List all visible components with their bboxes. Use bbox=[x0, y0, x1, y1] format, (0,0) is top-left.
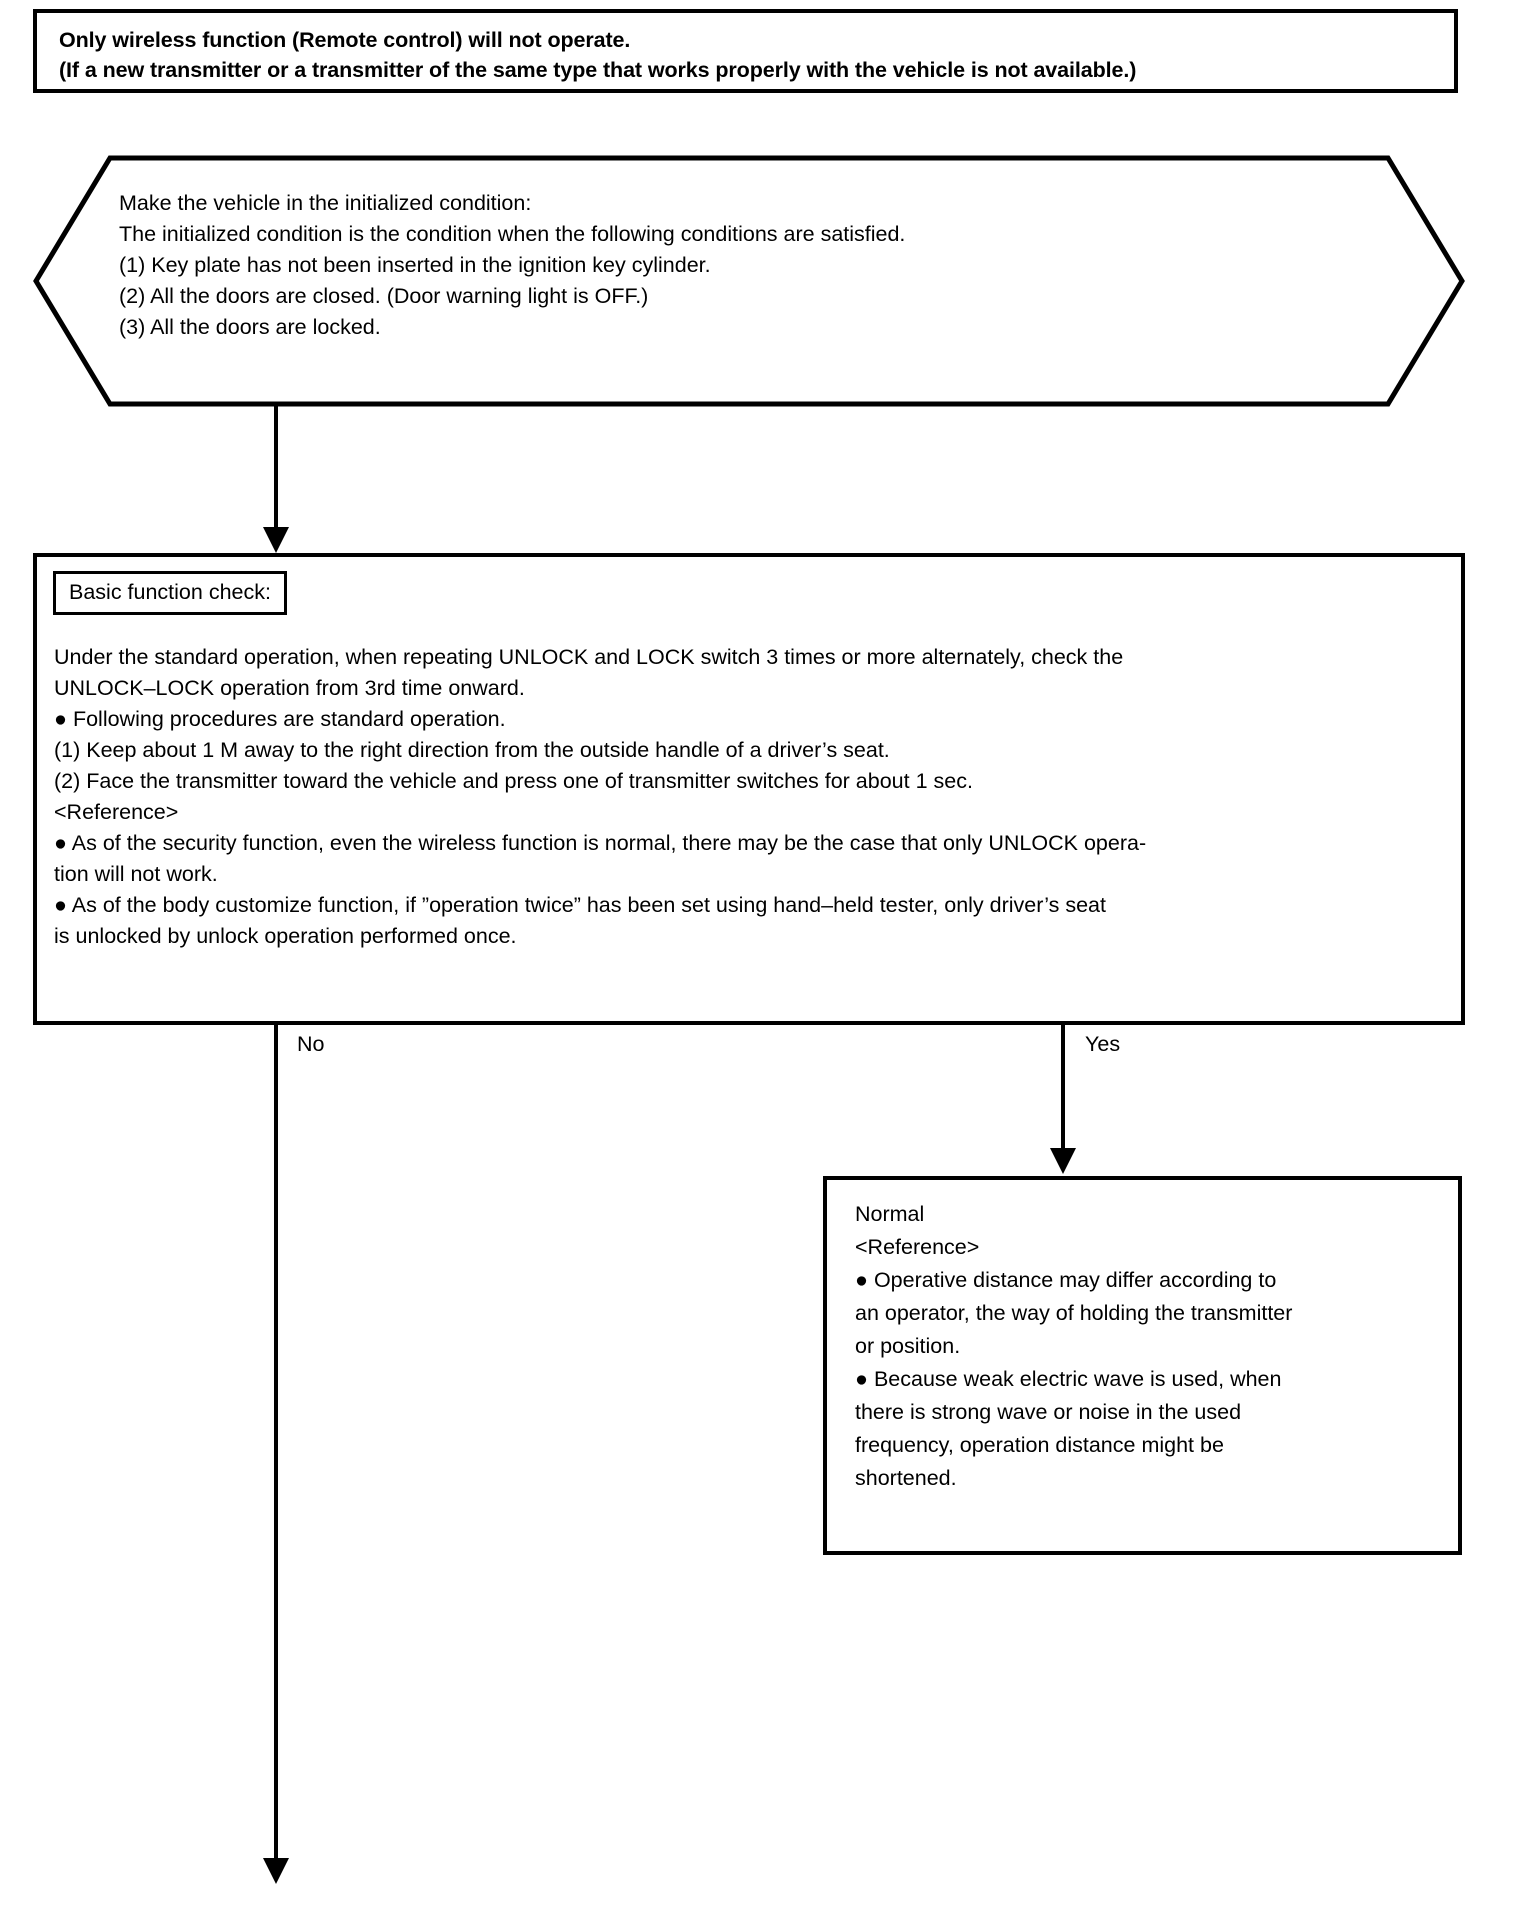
connector-line bbox=[274, 404, 278, 532]
check-line-1: Under the standard operation, when repea… bbox=[54, 645, 1124, 669]
preparation-line-1: Make the vehicle in the initialized cond… bbox=[119, 191, 532, 215]
arrow-head-icon bbox=[1050, 1148, 1076, 1174]
symptom-statement-box: Only wireless function (Remote control) … bbox=[33, 9, 1458, 93]
symptom-line-2: (If a new transmitter or a transmitter o… bbox=[59, 58, 1137, 82]
branch-label-yes: Yes bbox=[1085, 1032, 1121, 1056]
check-line-9: ● As of the body customize function, if … bbox=[54, 893, 1106, 917]
normal-line-7: there is strong wave or noise in the use… bbox=[855, 1400, 1242, 1424]
branch-label-no: No bbox=[297, 1032, 325, 1056]
preparation-line-2: The initialized condition is the conditi… bbox=[119, 222, 906, 246]
basic-function-check-badge: Basic function check: bbox=[53, 571, 287, 615]
check-line-7: ● As of the security function, even the … bbox=[54, 831, 1147, 855]
hexagon-outline-icon bbox=[33, 155, 1465, 407]
check-line-4: (1) Keep about 1 M away to the right dir… bbox=[54, 738, 890, 762]
check-line-6: <Reference> bbox=[54, 800, 179, 824]
check-line-3: ● Following procedures are standard oper… bbox=[54, 707, 506, 731]
preparation-line-4: (2) All the doors are closed. (Door warn… bbox=[119, 284, 649, 308]
normal-line-5: or position. bbox=[855, 1334, 961, 1358]
check-line-10: is unlocked by unlock operation performe… bbox=[54, 924, 517, 948]
normal-result-box: Normal <Reference> ● Operative distance … bbox=[823, 1176, 1462, 1555]
normal-line-9: shortened. bbox=[855, 1466, 957, 1490]
symptom-line-1: Only wireless function (Remote control) … bbox=[59, 28, 631, 52]
normal-line-4: an operator, the way of holding the tran… bbox=[855, 1301, 1293, 1325]
normal-line-8: frequency, operation distance might be bbox=[855, 1433, 1224, 1457]
check-line-5: (2) Face the transmitter toward the vehi… bbox=[54, 769, 973, 793]
normal-line-1: Normal bbox=[855, 1202, 925, 1226]
check-line-8: tion will not work. bbox=[54, 862, 218, 886]
preparation-hexagon: Make the vehicle in the initialized cond… bbox=[33, 155, 1465, 407]
arrow-head-icon bbox=[263, 527, 289, 553]
connector-line bbox=[1061, 1025, 1065, 1153]
normal-line-2: <Reference> bbox=[855, 1235, 980, 1259]
preparation-line-5: (3) All the doors are locked. bbox=[119, 315, 381, 339]
normal-line-3: ● Operative distance may differ accordin… bbox=[855, 1268, 1277, 1292]
preparation-line-3: (1) Key plate has not been inserted in t… bbox=[119, 253, 711, 277]
check-line-2: UNLOCK–LOCK operation from 3rd time onwa… bbox=[54, 676, 525, 700]
basic-function-check-box: Basic function check: Under the standard… bbox=[33, 553, 1465, 1025]
normal-line-6: ● Because weak electric wave is used, wh… bbox=[855, 1367, 1282, 1391]
arrow-head-icon bbox=[263, 1858, 289, 1884]
connector-line bbox=[274, 1025, 278, 1863]
